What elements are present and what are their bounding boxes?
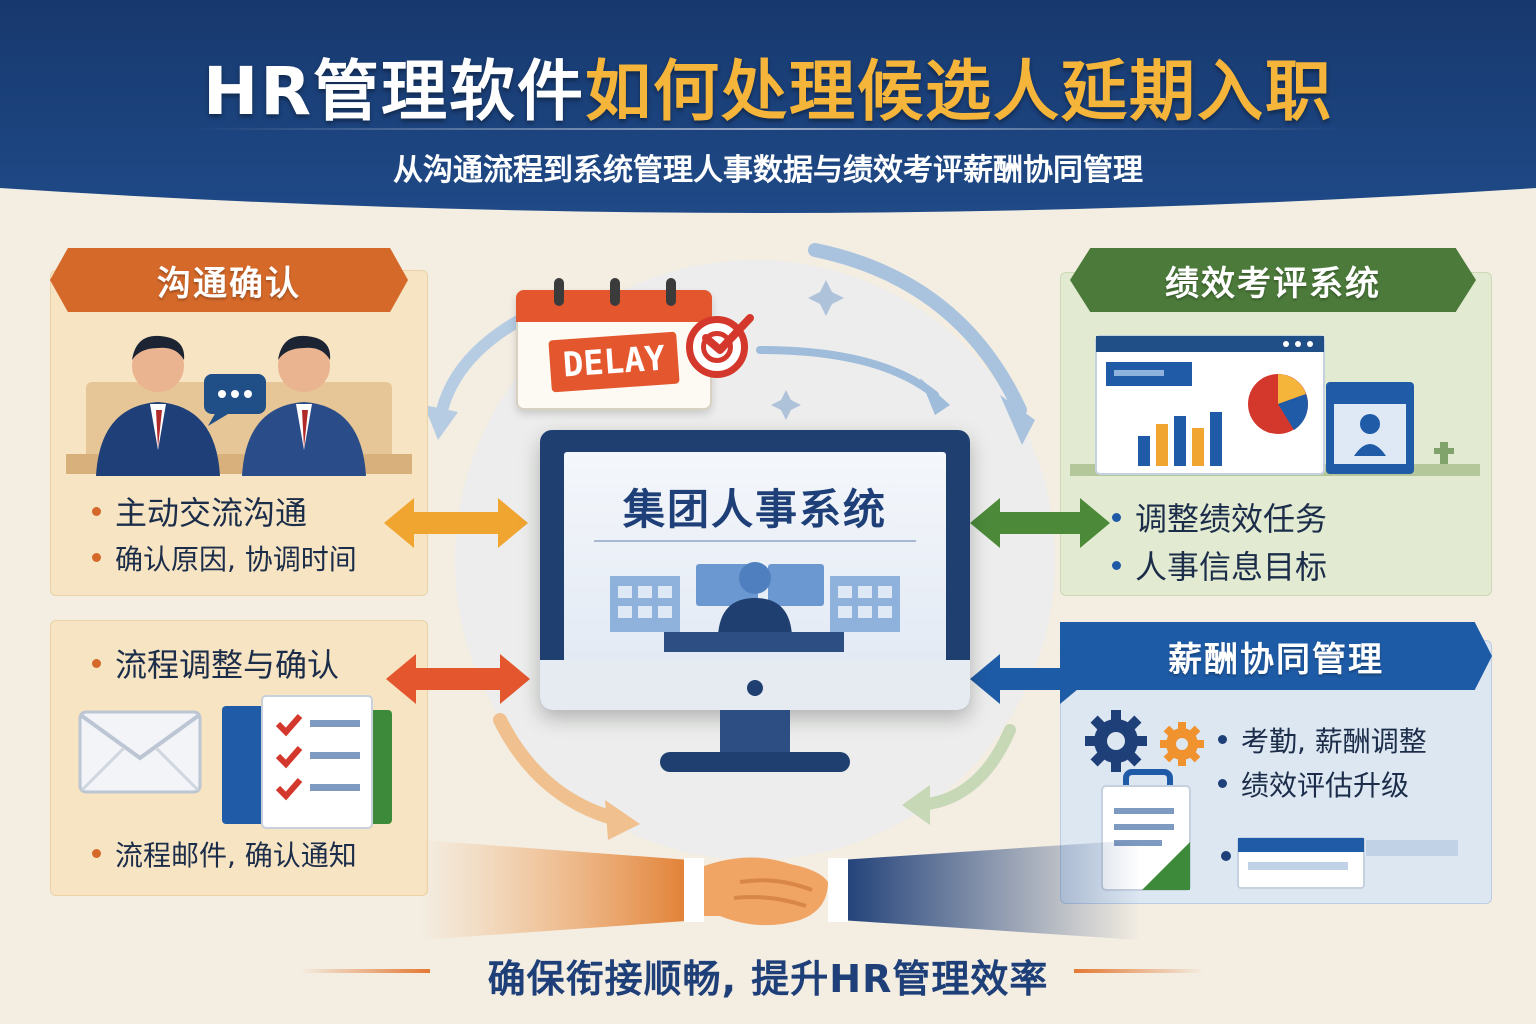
title-part-2: 如何处理候选人延期入职 (585, 53, 1334, 130)
calendar-ring (666, 278, 676, 306)
bullet-text: 人事信息目标 (1135, 548, 1328, 586)
bullet-text: 考勤, 薪酬调整 (1241, 725, 1427, 758)
bullet-dot (1218, 778, 1227, 788)
process-header-bullet: 流程调整与确认 (92, 640, 339, 686)
form-field-illustration (1221, 837, 1458, 889)
title-part-1: HR管理软件 (202, 53, 586, 130)
double-arrow-red-bottom (386, 654, 530, 704)
bullet-dot (92, 506, 101, 516)
footer-tagline: 确保衔接顺畅, 提升HR管理效率 (487, 957, 1049, 1001)
handshake-illustration (420, 840, 1140, 940)
compensation-bullet-2: 绩效评估升级 (1218, 764, 1409, 804)
two-people-meeting-illustration (66, 335, 412, 476)
compensation-bullet-1: 考勤, 薪酬调整 (1218, 720, 1427, 760)
bullet-dot (92, 552, 101, 562)
checklist-icon (222, 695, 392, 829)
bullet-text: 调整绩效任务 (1135, 500, 1328, 538)
performance-bullet-2: 人事信息目标 (1112, 542, 1327, 588)
checkmark-icon (702, 314, 754, 354)
bullet-dot (92, 848, 101, 858)
communication-bullet-1: 主动交流沟通 (92, 488, 307, 534)
dashboard-illustration (1070, 335, 1480, 476)
bullet-text: 确认原因, 协调时间 (115, 543, 357, 576)
communication-ribbon: 沟通确认 (50, 248, 408, 312)
bullet-text: 主动交流沟通 (115, 494, 308, 532)
bullet-dot (1112, 512, 1121, 522)
compensation-ribbon: 薪酬协同管理 (1060, 622, 1492, 690)
performance-ribbon: 绩效考评系统 (1070, 248, 1476, 312)
office-buildings-illustration (610, 562, 900, 652)
bullet-text: 流程调整与确认 (115, 646, 340, 684)
calendar-ring (610, 278, 620, 306)
footer-divider-right (1074, 969, 1204, 973)
monitor-base (660, 752, 850, 772)
double-arrow-green (970, 498, 1110, 548)
bullet-dot (1218, 734, 1227, 744)
bullet-text: 绩效评估升级 (1241, 769, 1410, 802)
monitor-neck (720, 710, 790, 754)
page-title: HR管理软件如何处理候选人延期入职 (0, 38, 1536, 134)
system-title-divider (594, 540, 916, 542)
delay-label: DELAY (548, 331, 680, 393)
process-bullet-1: 流程邮件, 确认通知 (92, 834, 357, 874)
performance-bullet-1: 调整绩效任务 (1112, 494, 1327, 540)
calendar-ring (554, 278, 564, 306)
system-title: 集团人事系统 (622, 485, 887, 534)
envelope-icon (78, 710, 202, 794)
double-arrow-orange-top (384, 498, 528, 548)
page-subtitle: 从沟通流程到系统管理人事数据与绩效考评薪酬协同管理 (393, 153, 1143, 188)
subtitle-divider (190, 128, 1346, 130)
bullet-text: 流程邮件, 确认通知 (115, 839, 357, 872)
double-arrow-blue (970, 654, 1090, 704)
gear-icon (1085, 710, 1204, 772)
header-background (0, 0, 1536, 213)
communication-bullet-2: 确认原因, 协调时间 (92, 538, 357, 578)
monitor-power-dot (747, 680, 763, 696)
footer-divider-left (300, 969, 430, 973)
bullet-dot (92, 658, 101, 668)
bullet-dot (1112, 560, 1121, 570)
